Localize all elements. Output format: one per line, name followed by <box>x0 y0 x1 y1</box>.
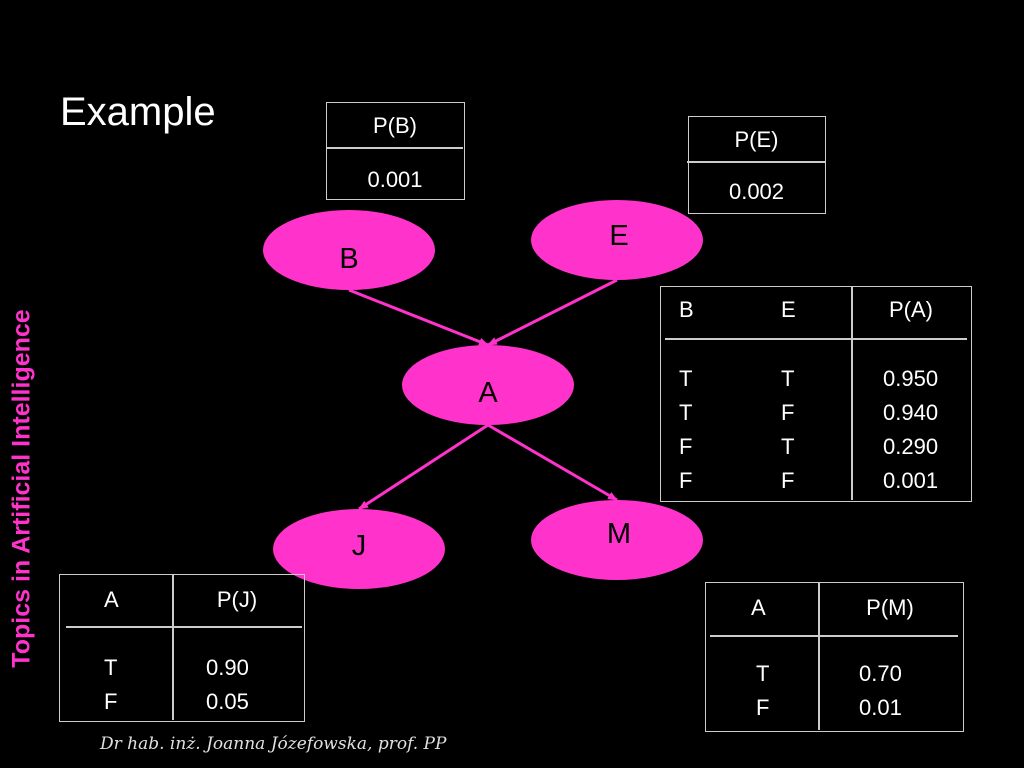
footer-author: Dr hab. inż. Joanna Józefowska, prof. PP <box>100 734 447 754</box>
node-j-ellipse <box>273 509 445 589</box>
edges-layer <box>348 278 618 511</box>
cpt-a-header-e: E <box>781 297 796 322</box>
cpt-b-header: P(B) <box>373 113 417 138</box>
cpt-a-p-row-3: 0.290 <box>883 434 939 459</box>
cpt-m-divider <box>710 635 958 637</box>
cpt-j-header-a: A <box>104 587 119 612</box>
node-e: E <box>531 200 703 280</box>
cpt-a-p-row-1: 0.950 <box>883 366 939 391</box>
cpt-m-a-row-1: T <box>756 661 770 686</box>
cpt-j-col-a: T F <box>104 651 117 719</box>
node-e-label: E <box>609 220 628 252</box>
cpt-j: A P(J) T F 0.90 0.05 <box>59 574 305 722</box>
cpt-a-col-p: 0.950 0.940 0.290 0.001 <box>883 362 938 498</box>
cpt-j-a-row-1: T <box>104 655 118 680</box>
cpt-a-header-p: P(A) <box>889 297 933 322</box>
cpt-m-col-a: T F <box>756 657 769 725</box>
cpt-j-column-divider <box>172 575 174 720</box>
cpt-b-value: 0.001 <box>367 167 423 192</box>
cpt-a-e-row-3: T <box>781 434 795 459</box>
cpt-e: P(E) 0.002 <box>687 116 826 214</box>
cpt-j-col-p: 0.90 0.05 <box>206 651 249 719</box>
cpt-j-header-p: P(J) <box>216 587 258 612</box>
cpt-a-p-row-4: 0.001 <box>883 468 939 493</box>
cpt-a-column-divider <box>851 287 853 500</box>
node-j-label: J <box>352 530 367 562</box>
cpt-a-e-row-2: F <box>781 400 795 425</box>
edge-a-to-m <box>487 423 618 502</box>
node-a-label: A <box>478 377 498 409</box>
cpt-e-header: P(E) <box>734 127 779 152</box>
cpt-a-b-row-3: F <box>679 434 693 459</box>
cpt-a-e-row-1: T <box>781 366 795 391</box>
node-b-label: B <box>339 243 358 275</box>
cpt-a: B E P(A) T T F F T F T F 0.950 0.940 0.2… <box>660 286 972 502</box>
cpt-e-value: 0.002 <box>728 179 785 204</box>
cpt-b-divider <box>327 147 463 149</box>
edge-e-to-a <box>487 278 618 347</box>
cpt-a-p-row-2: 0.940 <box>883 400 939 425</box>
cpt-m-col-p: 0.70 0.01 <box>859 657 902 725</box>
node-m-ellipse <box>531 500 703 580</box>
cpt-j-a-row-2: F <box>104 689 118 714</box>
cpt-m: A P(M) T F 0.70 0.01 <box>705 582 964 732</box>
node-a-ellipse <box>402 345 574 425</box>
cpt-a-b-row-4: F <box>679 468 693 493</box>
cpt-a-divider <box>665 338 967 340</box>
cpt-m-p-row-1: 0.70 <box>859 661 902 686</box>
cpt-b: P(B) 0.001 <box>326 102 465 200</box>
cpt-m-header-a: A <box>751 595 766 620</box>
nodes-layer: B E A J M <box>263 200 703 589</box>
cpt-m-a-row-2: F <box>756 695 770 720</box>
node-m: M <box>531 500 703 580</box>
cpt-a-b-row-1: T <box>679 366 693 391</box>
cpt-a-header-b: B <box>679 297 694 322</box>
cpt-m-header-p: P(M) <box>866 595 914 620</box>
node-a: A <box>402 345 574 425</box>
cpt-m-column-divider <box>818 583 820 730</box>
cpt-j-divider <box>66 626 302 628</box>
cpt-j-p-row-1: 0.90 <box>206 655 249 680</box>
cpt-a-e-row-4: F <box>781 468 795 493</box>
node-m-label: M <box>607 518 631 550</box>
cpt-a-col-e: T F T F <box>781 362 794 498</box>
cpt-e-divider <box>687 161 826 163</box>
cpt-m-p-row-2: 0.01 <box>859 695 902 720</box>
cpt-a-b-row-2: T <box>679 400 693 425</box>
slide-title: Example <box>60 90 216 134</box>
edge-b-to-a <box>348 288 489 347</box>
edge-a-to-j <box>358 423 489 511</box>
cpt-j-p-row-2: 0.05 <box>206 689 249 714</box>
node-j: J <box>273 509 445 589</box>
cpt-a-col-b: T T F F <box>679 362 692 498</box>
node-b-ellipse <box>263 210 435 290</box>
node-e-ellipse <box>531 200 703 280</box>
node-b: B <box>263 210 435 290</box>
